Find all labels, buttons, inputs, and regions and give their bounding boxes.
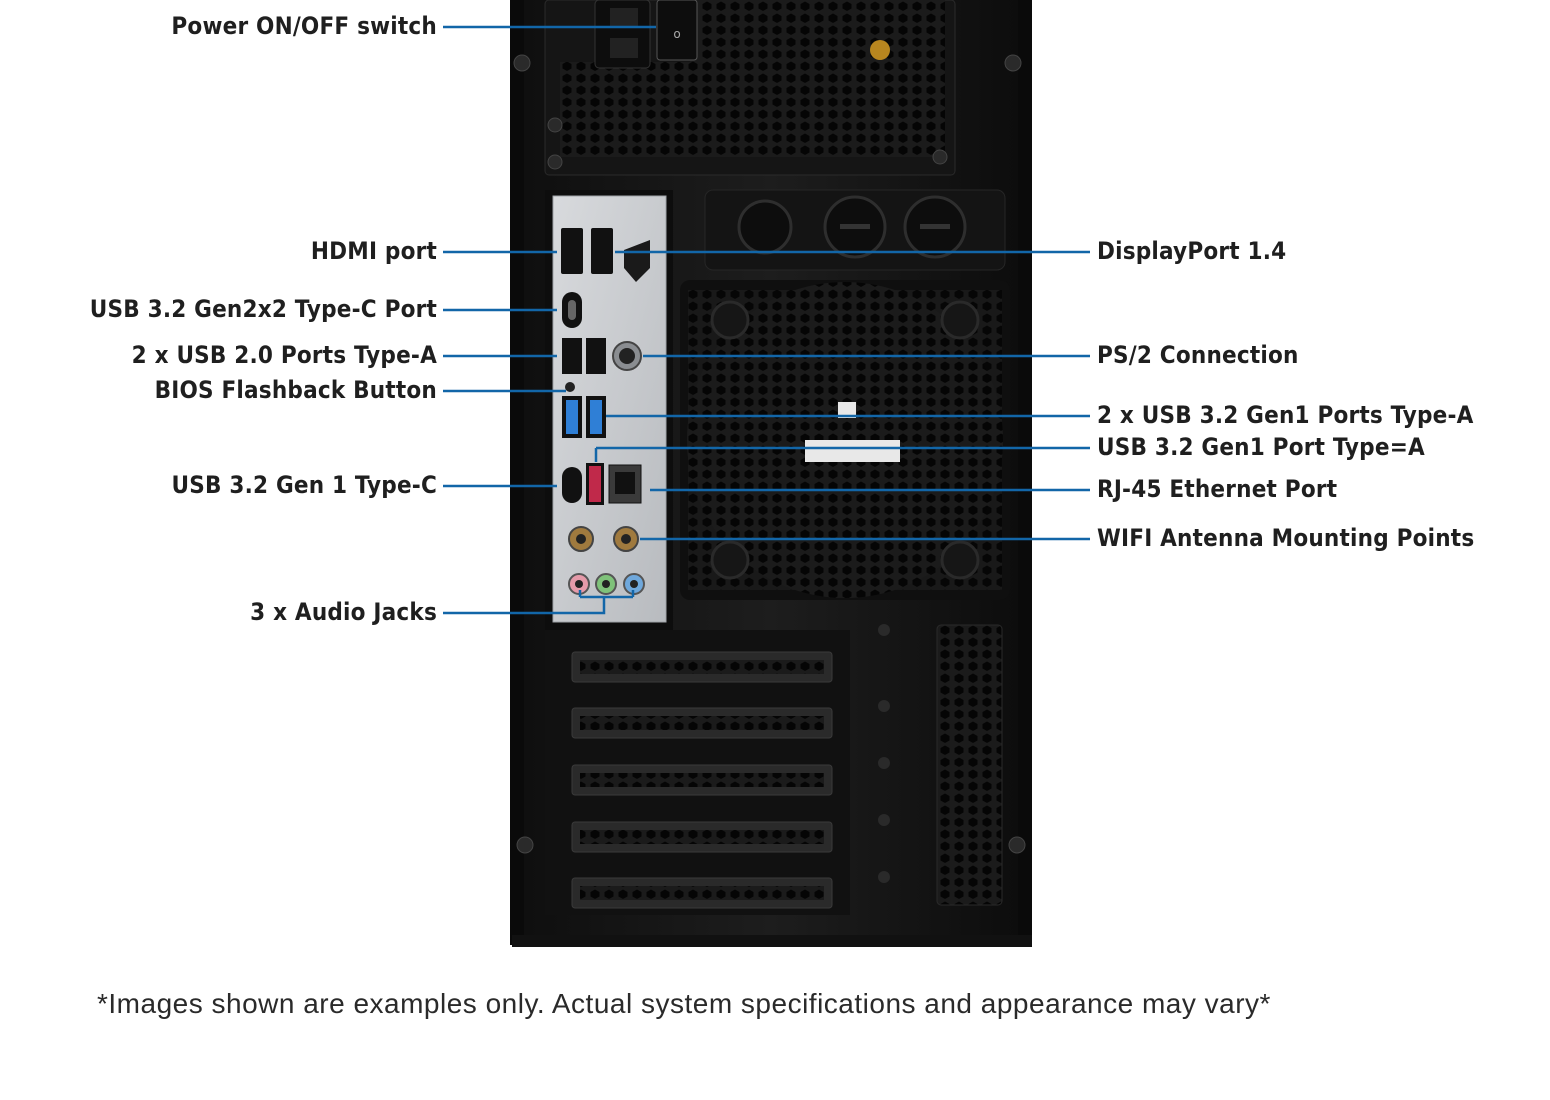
callout-label-right-2: 2 x USB 3.2 Gen1 Ports Type-A bbox=[1097, 401, 1474, 429]
hdmi-port-shape bbox=[561, 228, 583, 274]
callout-label-left-5: USB 3.2 Gen 1 Type-C bbox=[171, 471, 437, 499]
callout-label-left-4: BIOS Flashback Button bbox=[154, 376, 437, 404]
callout-label-left-2: USB 3.2 Gen2x2 Type-C Port bbox=[89, 295, 437, 323]
displayport-shape bbox=[591, 228, 613, 274]
expansion-slots bbox=[516, 624, 1026, 915]
callout-label-right-5: WIFI Antenna Mounting Points bbox=[1097, 524, 1475, 552]
disclaimer-text: *Images shown are examples only. Actual … bbox=[97, 988, 1271, 1019]
callout-label-left-1: HDMI port bbox=[310, 237, 437, 265]
callout-label-right-0: DisplayPort 1.4 bbox=[1097, 237, 1287, 265]
io-shield bbox=[545, 190, 673, 630]
callout-line-left-6 bbox=[443, 597, 606, 615]
callout-label-left-3: 2 x USB 2.0 Ports Type-A bbox=[131, 341, 437, 369]
callout-label-right-3: USB 3.2 Gen1 Port Type=A bbox=[1097, 433, 1425, 461]
psu: o bbox=[513, 0, 1022, 176]
callout-lines bbox=[443, 25, 1090, 615]
callout-label-left-0: Power ON/OFF switch bbox=[171, 12, 437, 40]
svg-text:o: o bbox=[673, 27, 680, 41]
callout-label-left-6: 3 x Audio Jacks bbox=[250, 598, 437, 626]
rear-fan-grille bbox=[680, 280, 1010, 600]
knockout-holes bbox=[704, 189, 1006, 271]
callout-label-right-4: RJ-45 Ethernet Port bbox=[1097, 475, 1338, 503]
callout-label-right-1: PS/2 Connection bbox=[1097, 341, 1299, 369]
